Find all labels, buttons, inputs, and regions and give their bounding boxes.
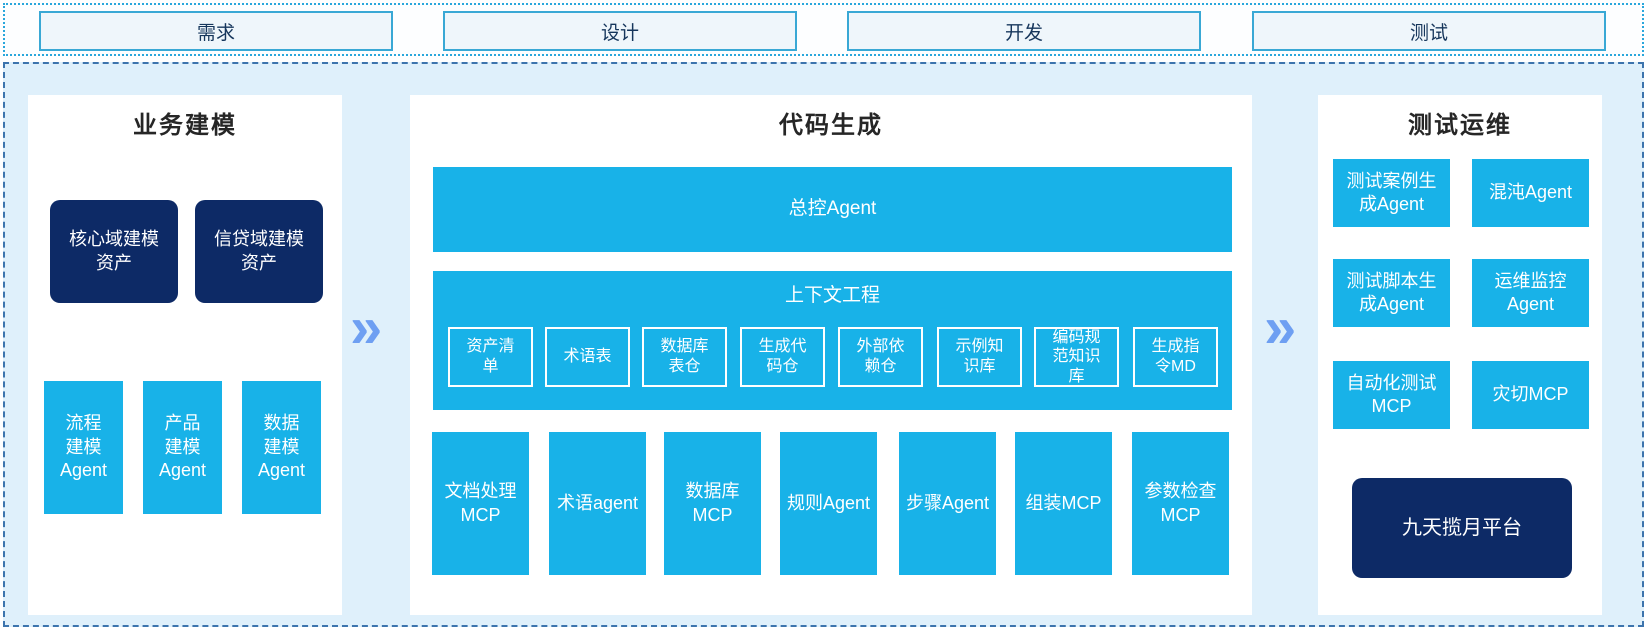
node-product-modeling-agent: 产品 建模 Agent bbox=[143, 381, 222, 514]
node-database-mcp: 数据库 MCP bbox=[664, 432, 761, 575]
node-ops-monitoring-agent: 运维监控 Agent bbox=[1472, 259, 1589, 327]
node-master-agent: 总控Agent bbox=[433, 167, 1232, 252]
node-glossary-agent: 术语agent bbox=[549, 432, 646, 575]
node-example-knowledge-base: 示例知 识库 bbox=[937, 327, 1022, 387]
node-test-case-gen-agent: 测试案例生 成Agent bbox=[1333, 159, 1450, 227]
node-coding-standard-kb: 编码规 范知识 库 bbox=[1034, 327, 1119, 387]
node-gen-instruction-md: 生成指 令MD bbox=[1133, 327, 1218, 387]
node-param-check-mcp: 参数检查 MCP bbox=[1132, 432, 1229, 575]
business-panel-title: 业务建模 bbox=[133, 112, 237, 139]
phase-strip: 需求 设计 开发 测试 bbox=[3, 3, 1644, 56]
phase-box-testing: 测试 bbox=[1252, 11, 1606, 51]
node-credit-domain-assets: 信贷域建模 资产 bbox=[195, 200, 323, 303]
node-process-modeling-agent: 流程 建模 Agent bbox=[44, 381, 123, 514]
node-data-modeling-agent: 数据 建模 Agent bbox=[242, 381, 321, 514]
phase-box-development: 开发 bbox=[847, 11, 1201, 51]
panel-business-modeling: 业务建模 核心域建模 资产 信贷域建模 资产 流程 建模 Agent 产品 建模… bbox=[28, 95, 342, 615]
node-glossary: 术语表 bbox=[545, 327, 630, 387]
codegen-panel-title: 代码生成 bbox=[779, 112, 883, 139]
node-rule-agent: 规则Agent bbox=[780, 432, 877, 575]
testops-panel-title: 测试运维 bbox=[1408, 112, 1512, 139]
node-external-deps-repo: 外部依 赖仓 bbox=[838, 327, 923, 387]
context-engineering-title: 上下文工程 bbox=[784, 285, 880, 306]
node-step-agent: 步骤Agent bbox=[899, 432, 996, 575]
node-assembly-mcp: 组装MCP bbox=[1015, 432, 1112, 575]
node-generated-code-repo: 生成代 码仓 bbox=[740, 327, 825, 387]
node-disaster-switch-mcp: 灾切MCP bbox=[1472, 361, 1589, 429]
flow-arrow-icon: » bbox=[350, 295, 383, 360]
phase-box-design: 设计 bbox=[443, 11, 797, 51]
panel-test-ops: 测试运维 测试案例生 成Agent 混沌Agent 测试脚本生 成Agent 运… bbox=[1318, 95, 1602, 615]
node-test-script-gen-agent: 测试脚本生 成Agent bbox=[1333, 259, 1450, 327]
node-db-table-repo: 数据库 表仓 bbox=[642, 327, 727, 387]
node-jiutian-lanyue-platform: 九天揽月平台 bbox=[1352, 478, 1572, 578]
flow-arrow-icon: » bbox=[1264, 295, 1297, 360]
panel-code-generation: 代码生成 总控Agent 上下文工程 资产清 单 术语表 数据库 表仓 生成代 … bbox=[410, 95, 1252, 615]
node-asset-inventory: 资产清 单 bbox=[448, 327, 533, 387]
node-automation-test-mcp: 自动化测试 MCP bbox=[1333, 361, 1450, 429]
node-doc-processing-mcp: 文档处理 MCP bbox=[432, 432, 529, 575]
context-engineering-section: 上下文工程 资产清 单 术语表 数据库 表仓 生成代 码仓 外部依 赖仓 示例知… bbox=[433, 271, 1232, 410]
phase-box-requirements: 需求 bbox=[39, 11, 393, 51]
node-chaos-agent: 混沌Agent bbox=[1472, 159, 1589, 227]
node-core-domain-assets: 核心域建模 资产 bbox=[50, 200, 178, 303]
